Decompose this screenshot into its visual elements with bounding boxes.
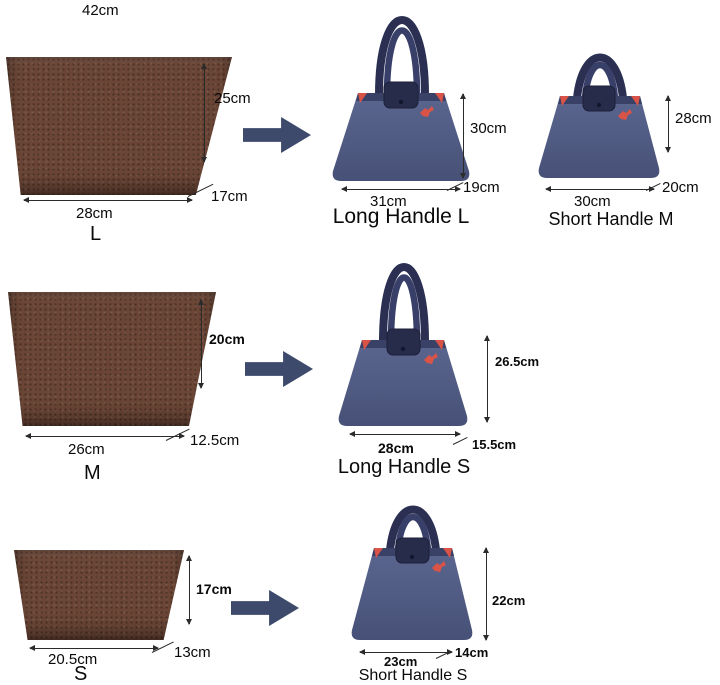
bag-sm-name-label: Short Handle M [548,209,674,229]
tote-bag-illustration [332,16,470,181]
bag-ls-depth-label: 15.5cm [472,437,517,452]
dim-line-bag-sm-width [545,186,655,192]
insert-m-width-label: 26cm [68,441,105,458]
red-trim-left [560,96,569,106]
insert-s-size-label: S [74,663,88,685]
felt-insert-s [14,550,184,640]
bag-body [332,93,470,181]
bag-handle [386,505,440,551]
bag-flap [582,85,616,112]
insert-s-width-label: 20.5cm [48,651,98,668]
bag-ls-height-label: 26.5cm [495,354,540,369]
red-trim-left [362,340,371,350]
insert-l-size-label: L [90,223,102,245]
bag-sm-depth-label: 20cm [662,179,699,196]
tote-bag-illustration [351,505,473,640]
dim-line-insert-l-height [201,63,207,163]
horse-logo-icon [432,561,446,572]
dim-line-insert-m-height [198,299,204,389]
bag-ll-width-label: 31cm [370,193,407,210]
dim-line-insert-m-depth [165,428,190,441]
tote-bag-illustration [338,263,468,426]
bag-ss-depth-label: 14cm [455,645,489,660]
bag-flap [386,328,421,356]
bag-flap [383,81,419,109]
arrow-right-icon [245,351,313,387]
bag-ll-height-label: 30cm [470,120,507,137]
bag-ss-height-label: 22cm [492,593,526,608]
dim-line-insert-s-width [29,645,159,651]
bag-handle [379,263,429,343]
insert-m-size-label: M [84,462,101,484]
insert-l-depth-label: 17cm [211,188,248,205]
bag-handle-inner [394,514,432,551]
dim-line-bag-sm-height [665,95,671,153]
insert-l-height-label: 25cm [214,90,251,107]
insert-m-depth-label: 12.5cm [190,432,240,449]
bag-short-handle-s [342,502,484,653]
insert-s-depth-label: 13cm [174,644,211,661]
bag-short-handle-m [528,52,670,191]
bag-handle [573,53,627,99]
red-trim-left [374,548,383,558]
dim-line-bag-ls-depth [452,437,468,445]
bag-flap [395,537,430,564]
bag-long-handle-s [330,250,478,435]
bag-handle-inner [387,274,421,343]
arrow-right-icon [243,117,311,153]
horse-logo-icon [618,109,632,120]
flap-snap [409,554,415,560]
flap-snap [596,102,602,108]
red-trim-right [435,340,444,350]
bag-handle-inner [581,62,619,99]
bag-body [538,96,660,178]
red-trim-right [443,548,452,558]
tote-bag-illustration [538,53,660,178]
bag-ll-name-label: Long Handle L [332,205,470,228]
bag-ll-depth-label: 19cm [463,179,500,196]
insert-m-height-label: 20cm [209,331,245,347]
red-trim-left [358,93,367,103]
dim-line-bag-ls-width [349,431,461,437]
bag-sm-width-label: 30cm [574,193,611,210]
bag-handle-inner [383,27,421,96]
dim-line-bag-ss-height [483,547,489,641]
bag-ss-width-label: 23cm [384,654,418,669]
horse-logo-icon [424,353,438,364]
dim-line-insert-l-width [23,197,193,203]
flap-snap [398,99,404,105]
bag-handle [375,16,429,96]
bag-ls-width-label: 28cm [378,440,414,456]
insert-s-height-label: 17cm [196,581,232,597]
dim-line-bag-ll-width [341,186,461,192]
bag-body [338,340,468,426]
felt-insert-l [6,57,232,195]
dim-line-insert-s-height [186,555,192,625]
bag-ls-name-label: Long Handle S [337,456,471,478]
dim-line-insert-m-width [25,433,185,439]
red-trim-right [435,93,444,103]
bag-long-handle-l [320,5,482,192]
bag-sm-height-label: 28cm [675,110,712,127]
dim-line-bag-ll-height [460,93,466,179]
bag-body [351,548,473,640]
red-trim-right [631,96,640,106]
flap-snap [400,346,406,352]
horse-logo-icon [420,106,434,117]
arrow-right-icon [231,590,299,626]
bag-ss-name-label: Short Handle S [358,667,468,684]
dim-line-bag-ls-height [484,335,490,423]
felt-insert-m [8,292,216,426]
insert-l-width-label: 28cm [76,205,113,222]
insert-l-top-width-label: 42cm [82,2,119,19]
dim-line-bag-ss-width [359,649,453,655]
